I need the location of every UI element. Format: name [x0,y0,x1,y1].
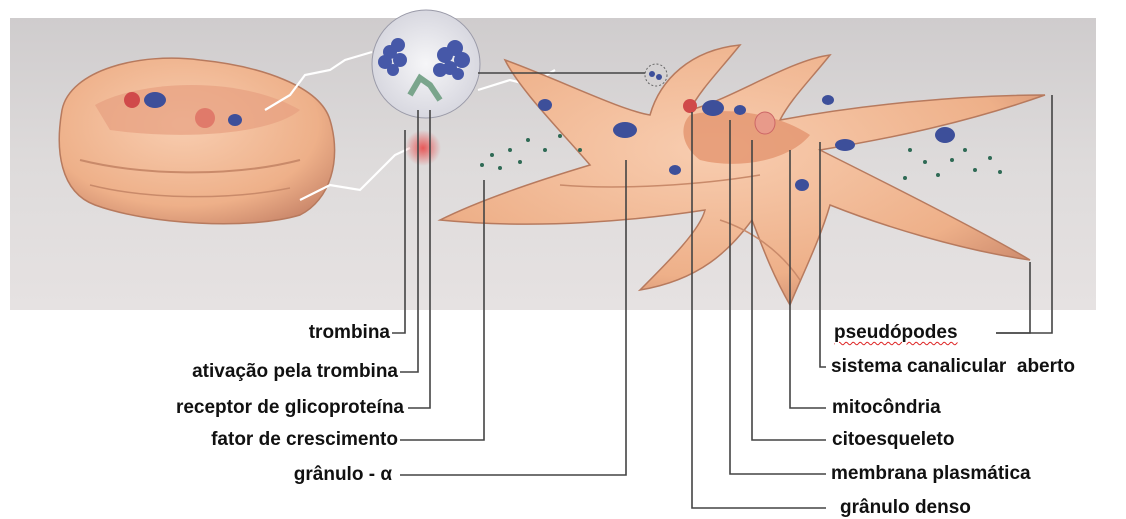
label-granulo-denso: grânulo denso [840,497,971,519]
label-trombina: trombina [309,322,390,344]
granule-blue [144,92,166,108]
label-citoesqueleto: citoesqueleto [832,429,954,451]
granule-red [124,92,140,108]
label-sistema-canalicular-aberto: sistema canalicular aberto [831,356,1075,378]
label-membrana-plasmatica: membrana plasmática [831,463,1031,485]
label-fator-de-crescimento: fator de crescimento [211,429,398,451]
label-mitocondria: mitocôndria [832,397,941,419]
label-granulo-alfa: grânulo - α [294,464,392,486]
label-pseudopodes: pseudópodes [834,322,958,344]
label-receptor-de-glicoproteina: receptor de glicoproteína [176,397,404,419]
label-ativacao-pela-trombina: ativação pela trombina [192,361,398,383]
